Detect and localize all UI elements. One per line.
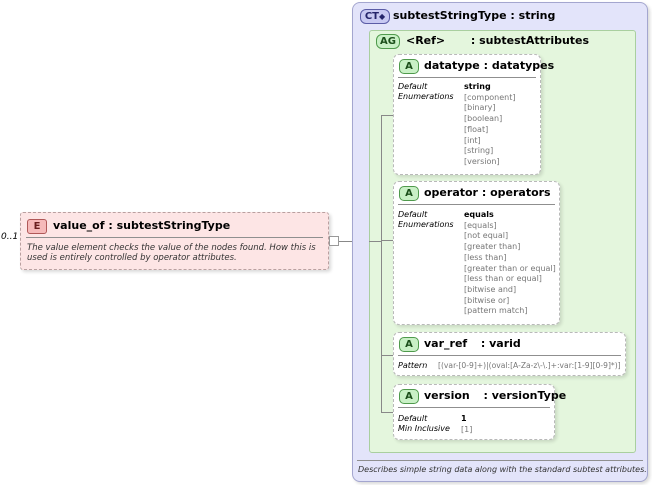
enum-item: [less than]	[464, 252, 507, 262]
expand-connector[interactable]	[329, 236, 339, 246]
separator: :	[470, 34, 476, 47]
complex-type-title: subtestStringType : string	[393, 9, 555, 22]
element-name: value_of	[53, 219, 105, 232]
enum-item: [not equal]	[464, 231, 509, 241]
default-value: string	[464, 82, 491, 91]
attribute-divider	[398, 407, 550, 408]
default-value: equals	[464, 210, 494, 219]
enum-item: [greater than]	[464, 242, 521, 252]
enum-item: [component]	[464, 92, 516, 102]
enum-item: [version]	[464, 156, 500, 166]
tree-line-datatype	[381, 115, 393, 116]
enum-item: [bitwise or]	[464, 295, 510, 305]
attribute-group-title: <Ref> : subtestAttributes	[406, 34, 589, 47]
tree-line-varref	[381, 355, 393, 356]
complex-type-description: Describes simple string data along with …	[358, 465, 647, 474]
attribute-divider	[398, 204, 555, 205]
enum-item: [pattern match]	[464, 306, 528, 316]
enumerations-label: Enumerations	[398, 92, 454, 101]
enum-item: [boolean]	[464, 114, 503, 124]
tree-line-operator	[381, 240, 393, 241]
enum-item: [int]	[464, 135, 481, 145]
attribute-title: operator : operators	[424, 186, 551, 199]
attribute-datatype[interactable]: A datatype : datatypes Default Enumerati…	[393, 54, 554, 175]
attribute-badge: A	[399, 389, 419, 404]
default-label: Default	[398, 210, 428, 219]
attribute-version[interactable]: A version : versionType Default Min Incl…	[393, 384, 566, 440]
element-value-of[interactable]: E value_of : subtestStringType The value…	[20, 212, 329, 270]
attribute-divider	[398, 77, 536, 78]
enum-item: [string]	[464, 146, 494, 156]
attribute-badge: A	[399, 337, 419, 352]
complex-type-divider	[357, 460, 643, 461]
default-label: Default	[398, 82, 428, 91]
attribute-badge: A	[399, 59, 419, 74]
enumeration-values: string [component] [binary] [boolean] [f…	[464, 82, 516, 168]
min-inclusive-value: [1]	[461, 424, 473, 434]
enum-item: [bitwise and]	[464, 284, 517, 294]
connector-line	[339, 241, 353, 242]
default-label: Default	[398, 414, 428, 423]
enum-item: [binary]	[464, 103, 496, 113]
enum-item: [less than or equal]	[464, 274, 542, 284]
separator: :	[108, 219, 113, 232]
version-values: 1 [1]	[461, 414, 472, 435]
attribute-divider	[398, 355, 621, 356]
min-inclusive-label: Min Inclusive	[398, 424, 450, 433]
enumeration-values: equals [equals] [not equal] [greater tha…	[464, 210, 556, 317]
enum-item: [equals]	[464, 220, 497, 230]
occurrence-label: 0..1	[1, 232, 19, 242]
attribute-title: var_ref : varid	[424, 337, 521, 350]
element-badge: E	[27, 219, 47, 234]
complex-type-base: string	[518, 9, 556, 22]
attribute-group-ref: <Ref>	[406, 34, 446, 47]
attribute-var-ref[interactable]: A var_ref : varid Pattern [(var-[0-9]+)|…	[393, 332, 626, 376]
attribute-title: datatype : datatypes	[424, 59, 555, 72]
enum-item: [greater than or equal]	[464, 263, 556, 273]
attribute-title: version : versionType	[424, 389, 567, 402]
element-title: value_of : subtestStringType	[53, 219, 230, 232]
element-type: subtestStringType	[116, 219, 231, 232]
attribute-badge: A	[399, 186, 419, 201]
default-value: 1	[461, 414, 467, 423]
pattern-value: [(var-[0-9]+)|(oval:[A-Za-z\-\.]+:var:[1…	[438, 361, 621, 370]
attribute-group-badge: AG	[376, 34, 400, 49]
tree-line-root	[369, 241, 381, 242]
complex-type-name: subtestStringType	[393, 9, 507, 22]
element-description: The value element checks the value of th…	[27, 243, 316, 263]
tree-line-version	[381, 412, 393, 413]
enumerations-label: Enumerations	[398, 220, 454, 229]
complex-type-badge: CT◆	[360, 9, 390, 24]
pattern-label: Pattern	[398, 361, 428, 370]
attribute-operator[interactable]: A operator : operators Default Enumerati…	[393, 181, 560, 325]
separator: :	[510, 9, 515, 22]
attribute-group-name: subtestAttributes	[479, 34, 590, 47]
enum-item: [float]	[464, 124, 489, 134]
element-divider	[26, 237, 323, 238]
tree-line-vertical	[381, 115, 382, 412]
